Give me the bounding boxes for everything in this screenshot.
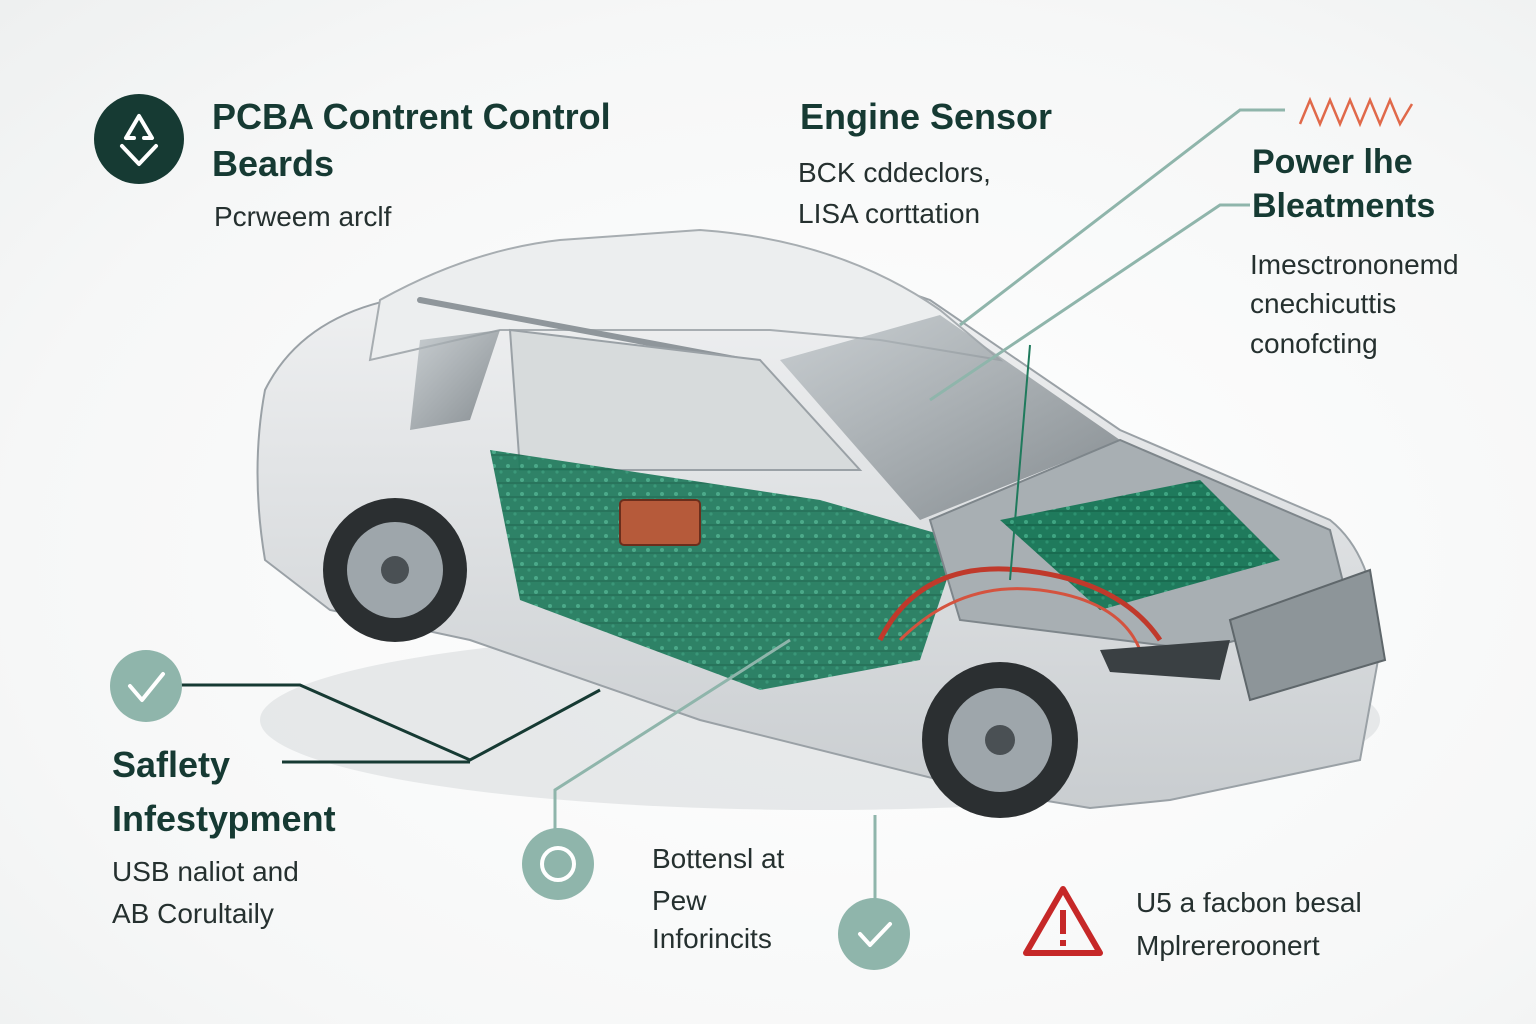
engine-title: Engine Sensor: [800, 96, 1053, 137]
warning-body-line2: Mplrereroonert: [1136, 930, 1320, 961]
engine-body-line1: BCK cddeclors,: [798, 157, 991, 188]
side-window: [508, 328, 863, 471]
power-body-line1: Imesctrononemd: [1250, 249, 1459, 280]
connector-safety: [180, 683, 601, 762]
windshield: [780, 315, 1120, 520]
power-body-line3: conofcting: [1250, 328, 1378, 359]
car-roof: [368, 228, 1004, 362]
warning-icon: [1022, 884, 1104, 958]
pcba-body: Pcrweem arclf: [214, 201, 392, 232]
wave-icon: [1298, 94, 1418, 130]
power-body-line2: cnechicuttis: [1250, 288, 1397, 319]
front-grille: [1228, 568, 1387, 702]
check-circle-icon: [110, 650, 182, 722]
battery-module: [619, 499, 701, 546]
connector-bottom-left: [553, 638, 791, 830]
safety-body-line2: AB Corultaily: [112, 898, 274, 929]
red-wire: [877, 566, 1163, 642]
headlight: [1100, 640, 1230, 680]
power-title-line2: Bleatments: [1252, 187, 1436, 225]
bottom-body-line2: Pew: [652, 885, 707, 916]
connector-engine: [959, 108, 1285, 327]
bottom-body-line3: Inforincits: [652, 923, 772, 954]
rear-window: [410, 330, 500, 430]
safety-title-line1: Saflety: [112, 744, 231, 785]
safety-body-line1: USB naliot and: [112, 856, 299, 887]
cabin-pcb-floor: [490, 450, 960, 690]
warning-body-line1: U5 a facbon besal: [1136, 887, 1362, 918]
roof-rail: [417, 297, 743, 363]
target-circle-icon: [522, 828, 594, 900]
check-circle-icon-bottom: [838, 898, 910, 970]
connector-power: [929, 203, 1250, 402]
rear-wheel: [323, 498, 467, 642]
recycle-icon: [94, 94, 184, 184]
pcba-title-line2: Beards: [212, 143, 335, 184]
pcba-title-line1: PCBA Contrent Control: [212, 96, 611, 137]
front-wheel: [922, 662, 1078, 818]
red-wire-2: [898, 587, 1142, 651]
safety-title-line2: Infestурment: [112, 798, 336, 839]
engine-body-line2: LISA corttation: [798, 198, 981, 229]
power-title-line1: Power lhe: [1252, 143, 1413, 181]
connector-engine-down: [1009, 344, 1031, 581]
bottom-body-line1: Bottensl at: [652, 843, 785, 874]
